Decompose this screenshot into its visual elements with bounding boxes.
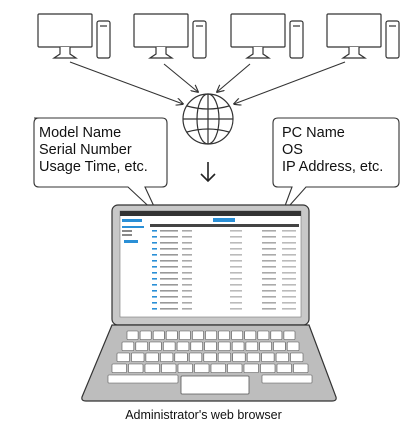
keyboard-key (111, 363, 127, 373)
callout-line-serial-number: Serial Number (39, 142, 132, 158)
callout-line-os: OS (282, 142, 303, 158)
keyboard-key (293, 363, 309, 373)
keyboard-key (126, 330, 139, 340)
keyboard-key (217, 352, 231, 362)
device-info-callout: Model Name Serial Number Usage Time, etc… (39, 125, 148, 176)
console-table-row (152, 266, 296, 268)
keyboard-key (203, 352, 217, 362)
arrow-pc3-to-globe (217, 63, 251, 92)
keyboard-key (131, 352, 145, 362)
touchpad (180, 375, 250, 395)
keyboard-key (190, 341, 203, 351)
console-table-row (152, 302, 296, 304)
keyboard-key (179, 330, 191, 340)
keyboard-key (273, 341, 286, 351)
keyboard-key (145, 352, 159, 362)
keyboard-key (290, 352, 304, 362)
console-table-row (152, 230, 296, 232)
console-table-rows (152, 230, 296, 310)
keyboard-key (218, 330, 230, 340)
keyboard-key (261, 352, 275, 362)
keyboard-key (194, 363, 210, 373)
keyboard-key (160, 352, 174, 362)
keyboard-key (176, 341, 190, 351)
keyboard-key (244, 330, 257, 340)
keyboard-key (243, 363, 259, 373)
keyboard-key (245, 341, 258, 351)
keyboard-key (116, 352, 130, 362)
console-table-row (152, 290, 296, 292)
keyboard-key (260, 363, 276, 373)
arrow-pc4-to-globe (234, 61, 346, 104)
keyboard-key (161, 363, 177, 373)
keyboard-key (286, 341, 300, 351)
callout-line-pc-name: PC Name (282, 125, 345, 141)
globe-icon (182, 93, 234, 145)
desktop-pc-icon (230, 13, 304, 59)
desktop-pc-icon (37, 13, 111, 59)
callout-line-ip-address: IP Address, etc. (282, 159, 384, 175)
web-console-screenshot (120, 211, 301, 243)
keyboard-key (259, 341, 272, 351)
keyboard-key (174, 352, 188, 362)
console-table-row (152, 278, 296, 280)
callout-line-usage-time: Usage Time, etc. (39, 159, 148, 175)
keyboard-key (227, 363, 243, 373)
keyboard-key (283, 330, 296, 340)
pc-info-callout: PC Name OS IP Address, etc. (282, 125, 383, 176)
keyboard-key (144, 363, 160, 373)
console-table-row (152, 236, 296, 238)
desktop-pc-2 (133, 13, 207, 59)
callout-line-model-name: Model Name (39, 125, 122, 141)
desktop-pc-1 (37, 13, 111, 59)
keyboard-key (205, 330, 217, 340)
console-table-row (152, 296, 296, 298)
keyboard (107, 330, 313, 384)
keyboard-key (275, 352, 289, 362)
console-table-row (152, 248, 296, 250)
keyboard-key (210, 363, 226, 373)
connection-arrows (69, 61, 346, 104)
keyboard-key (149, 341, 162, 351)
console-table-row (152, 242, 296, 244)
laptop-caption: Administrator's web browser (125, 408, 282, 422)
console-table-row (152, 254, 296, 256)
desktop-pc-icon (133, 13, 207, 59)
keyboard-key (231, 330, 244, 340)
keyboard-key (276, 363, 292, 373)
laptop-screen (119, 210, 302, 318)
desktop-pc-icon (326, 13, 400, 59)
keyboard-key (152, 330, 165, 340)
keyboard-key (135, 341, 148, 351)
keyboard-key (163, 341, 176, 351)
keyboard-key (232, 352, 246, 362)
keyboard-key (177, 363, 193, 373)
keyboard-key (192, 330, 204, 340)
keyboard-key (204, 341, 217, 351)
keyboard-key (139, 330, 152, 340)
console-table-row (152, 272, 296, 274)
arrow-globe-to-laptop (200, 162, 216, 183)
keyboard-key (128, 363, 144, 373)
keyboard-key (107, 374, 179, 384)
desktop-pc-4 (326, 13, 400, 59)
keyboard-key (246, 352, 260, 362)
laptop-icon (81, 204, 337, 402)
keyboard-key (165, 330, 178, 340)
console-table-row (152, 284, 296, 286)
arrow-pc1-to-globe (69, 61, 183, 104)
desktop-pc-3 (230, 13, 304, 59)
keyboard-key (218, 341, 231, 351)
console-table-row (152, 260, 296, 262)
keyboard-key (121, 341, 135, 351)
keyboard-key (231, 341, 245, 351)
arrow-pc2-to-globe (163, 63, 198, 92)
console-table-row (152, 308, 296, 310)
keyboard-key (270, 330, 283, 340)
keyboard-key (261, 374, 313, 384)
keyboard-key (257, 330, 270, 340)
keyboard-key (189, 352, 203, 362)
callout-bubble-pc (272, 117, 400, 215)
